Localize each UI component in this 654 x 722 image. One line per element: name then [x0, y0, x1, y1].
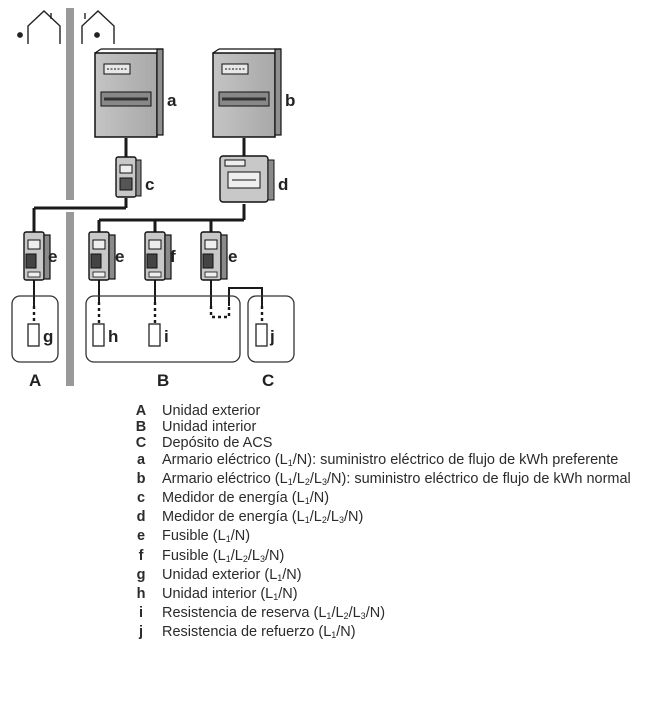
callout-j: j [269, 327, 275, 346]
legend-key: c [136, 490, 146, 507]
legend-key: d [136, 509, 146, 526]
legend-item: d Medidor de energía (L1/L2/L3/N) [130, 509, 650, 528]
legend-item: a Armario eléctrico (L1/N): suministro el… [130, 452, 650, 471]
legend-text: Fusible (L1/N) [162, 528, 251, 545]
fuse-e-indoor [88, 231, 116, 281]
callout-c: c [145, 175, 154, 194]
legend-item: C Depósito de ACS [130, 435, 650, 451]
callout-e-outdoor: e [48, 247, 57, 266]
legend-text: Unidad interior (L1/N) [162, 586, 298, 603]
callout-b: b [285, 91, 295, 110]
callout-f: f [170, 247, 176, 266]
fuse-e-booster [200, 231, 228, 281]
legend-item: g Unidad exterior (L1/N) [130, 567, 650, 586]
legend-item: f Fusible (L1/L2/L3/N) [130, 548, 650, 567]
load-j [255, 323, 268, 347]
wall-gap [64, 200, 76, 212]
zone-label-A: A [29, 371, 41, 390]
legend-key: e [136, 528, 146, 545]
load-h [92, 323, 105, 347]
zone-label-B: B [157, 371, 169, 390]
zone-A-box [11, 295, 59, 363]
legend-item: b Armario eléctrico (L1/L2/L3/N): suminis… [130, 471, 650, 490]
load-i [148, 323, 161, 347]
legend-key: C [135, 435, 147, 452]
legend-text: Medidor de energía (L1/L2/L3/N) [162, 509, 364, 526]
legend-key: i [138, 605, 144, 622]
legend-key: j [138, 624, 144, 641]
legend-text: Unidad interior [162, 419, 257, 436]
legend-item: h Unidad interior (L1/N) [130, 586, 650, 605]
callout-a: a [167, 91, 177, 110]
wiring-diagram: a b c d e e f e g h i j A B C [11, 8, 295, 390]
callout-g: g [43, 327, 53, 346]
cabinet-a [94, 48, 164, 138]
legend-text: Medidor de energía (L1/N) [162, 490, 330, 507]
legend-key: h [136, 586, 146, 603]
wall-separator [66, 8, 74, 386]
callout-h: h [108, 327, 118, 346]
legend-item: i Resistencia de reserva (L1/L2/L3/N) [130, 605, 650, 624]
legend-item: e Fusible (L1/N) [130, 528, 650, 547]
indoor-house-icon [81, 10, 115, 44]
callout-i: i [164, 327, 169, 346]
legend-text: Fusible (L1/L2/L3/N) [162, 547, 285, 564]
legend-text: Unidad exterior (L1/N) [162, 566, 302, 583]
legend-item: j Resistencia de refuerzo (L1/N) [130, 624, 650, 643]
zone-B-box [85, 295, 241, 363]
callout-e-booster: e [228, 247, 237, 266]
callout-e-indoor: e [115, 247, 124, 266]
legend-text: Resistencia de reserva (L1/L2/L3/N) [162, 605, 386, 622]
zone-label-C: C [262, 371, 274, 390]
legend: A Unidad exterior B Unidad interior C Depós… [130, 403, 650, 644]
energy-meter-c [115, 156, 142, 198]
wiring [32, 138, 263, 306]
legend-item: c Medidor de energía (L1/N) [130, 490, 650, 509]
fuse-e-outdoor [23, 231, 51, 281]
fuse-f-backup-heater [144, 231, 172, 281]
cabinet-b [212, 48, 282, 138]
zone-C-box [247, 295, 295, 363]
legend-item: B Unidad interior [130, 419, 650, 435]
callout-d: d [278, 175, 288, 194]
legend-text: Depósito de ACS [162, 435, 273, 452]
legend-item: A Unidad exterior [130, 403, 650, 419]
energy-meter-d [219, 155, 275, 203]
legend-key: a [136, 451, 146, 468]
legend-key: g [136, 566, 146, 583]
wiring-dotted [32, 302, 264, 324]
legend-text: Unidad exterior [162, 403, 261, 419]
legend-text: Armario eléctrico (L1/N): suministro elé… [162, 451, 619, 468]
outdoor-house-icon [17, 10, 61, 44]
legend-text: Armario eléctrico (L1/L2/L3/N): suminist… [162, 470, 631, 487]
legend-key: b [136, 470, 146, 487]
legend-key: B [135, 419, 147, 436]
legend-key: A [135, 403, 147, 419]
legend-text: Resistencia de refuerzo (L1/N) [162, 624, 356, 641]
legend-key: f [138, 547, 144, 564]
load-g [27, 323, 40, 347]
